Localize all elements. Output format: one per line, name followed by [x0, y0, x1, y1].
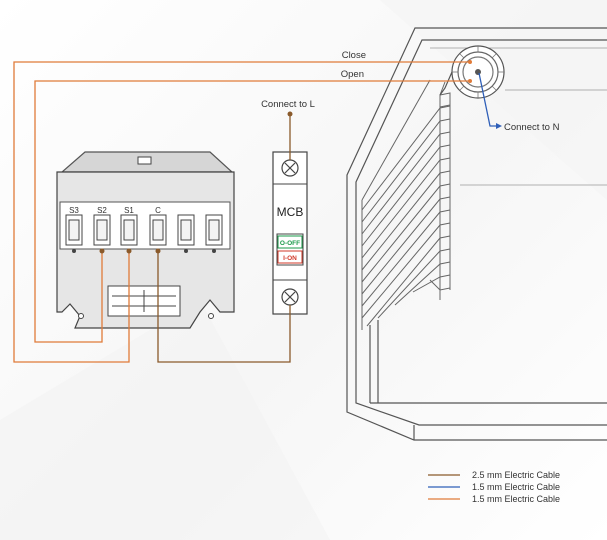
terminal-blocks	[65, 214, 223, 246]
legend-label-2: 1.5 mm Electric Cable	[472, 482, 560, 492]
wire-close	[13, 61, 470, 363]
terminal-label-s3: S3	[69, 206, 79, 215]
legend: 2.5 mm Electric Cable 1.5 mm Electric Ca…	[428, 470, 560, 504]
terminal-label-s1: S1	[124, 206, 134, 215]
shutter-slats	[361, 79, 451, 330]
terminal-label-s2: S2	[97, 206, 107, 215]
switch-module: S3 S2 S1 C	[56, 151, 235, 329]
roller-tube	[439, 45, 505, 99]
roller-shutter	[346, 27, 607, 441]
connect-n-label: Connect to N	[504, 122, 560, 133]
connect-l-label: Connect to L	[261, 99, 315, 110]
open-label: Open	[341, 69, 364, 80]
close-label: Close	[342, 50, 366, 61]
mcb-on-label: I-ON	[283, 255, 297, 262]
legend-label-3: 1.5 mm Electric Cable	[472, 494, 560, 504]
shutter-frame-outer	[346, 27, 607, 441]
mcb-label: MCB	[277, 205, 304, 219]
mcb-body	[272, 151, 308, 315]
legend-label-1: 2.5 mm Electric Cable	[472, 470, 560, 480]
mcb-breaker: MCB O-OFF I-ON	[272, 151, 308, 315]
wire-c-to-mcb	[157, 251, 291, 363]
terminal-label-c: C	[155, 206, 161, 215]
wire-terminals	[99, 60, 502, 254]
mcb-off-label: O-OFF	[280, 240, 300, 247]
wire-open	[34, 80, 470, 343]
wires	[13, 61, 500, 363]
switch-bracket	[107, 285, 181, 317]
shutter-frame-inner	[355, 39, 607, 426]
